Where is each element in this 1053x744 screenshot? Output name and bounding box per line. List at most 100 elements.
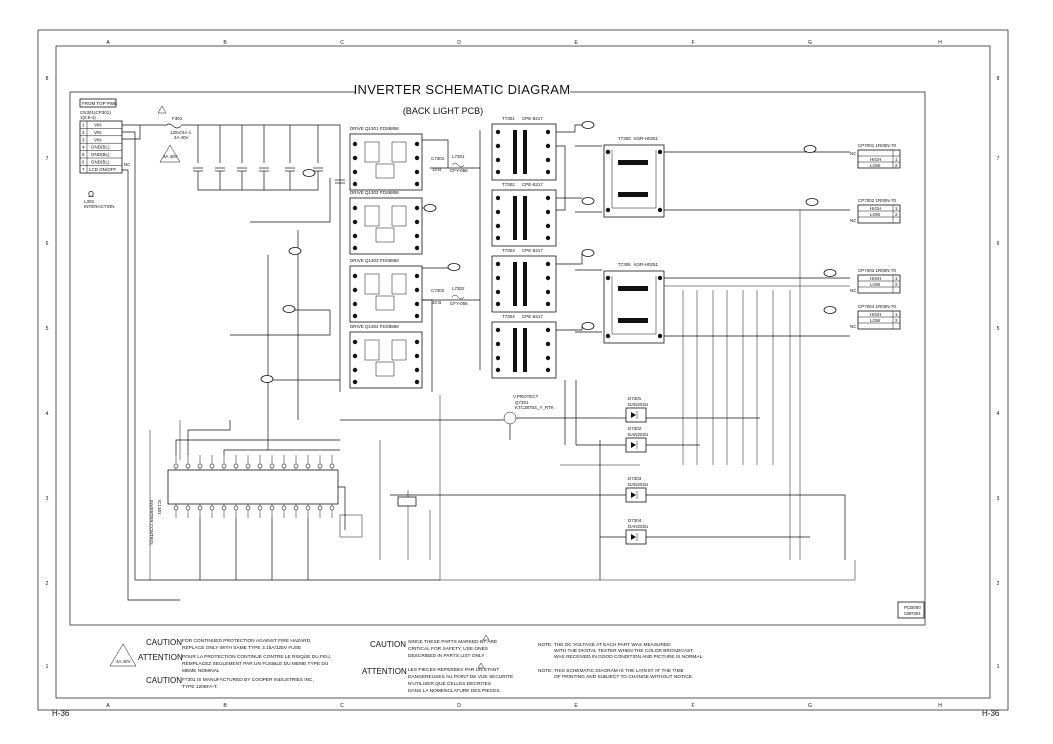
t7304-label: T7304 — [502, 314, 515, 319]
svg-text:C7301: C7301 — [431, 156, 445, 161]
grid-col-f-bottom: F — [691, 703, 694, 709]
page-subtitle: (BACK LIGHT PCB) — [403, 106, 483, 116]
svg-text:1: 1 — [895, 276, 898, 281]
cp7001-low: LOW — [870, 163, 881, 168]
t7303-label: T7303 — [502, 248, 515, 253]
grid-row-7-right: 7 — [997, 156, 1000, 162]
grid-row-8: 8 — [46, 76, 49, 82]
protect-ref: Q7301 — [515, 400, 529, 405]
d7301-part: DAN202U — [628, 402, 648, 407]
diode-d7303: D7303 DAN202U — [625, 476, 648, 503]
t7306-part: KSR-H0251 — [634, 262, 659, 267]
diode-d7304: D7304 DAN202U — [625, 518, 648, 545]
cp7001-label: CP7001 1R00N-70 — [858, 143, 897, 148]
protect-transistor: V.PROTECT Q7301 KTC3875S_Y_RTK — [340, 394, 610, 440]
grid-col-d-bottom: D — [457, 703, 461, 709]
protect-part: KTC3875S_Y_RTK — [515, 405, 554, 410]
grid-row-8-right: 8 — [997, 76, 1000, 82]
cp7003-low: LOW — [870, 282, 881, 287]
grid-row-3-right: 3 — [997, 496, 1000, 502]
inductor-l302-label: L302 — [84, 199, 95, 204]
protect-label: V.PROTECT — [513, 394, 539, 399]
diode-wiring — [390, 417, 846, 580]
inner-frame — [55, 45, 991, 699]
t7305-part: KSR-H0251 — [634, 136, 659, 141]
svg-text:L7302: L7302 — [452, 286, 465, 291]
grid-row-1: 1 — [46, 664, 49, 670]
grid-right: 8 7 6 5 4 3 2 1 — [997, 76, 1000, 670]
pcb-ref-box — [897, 601, 925, 619]
cp7004-nc: NC — [850, 324, 857, 329]
svg-text:2: 2 — [895, 282, 898, 287]
attention2-line1: LES PIECES REPEREES PAR UN ETANT — [408, 667, 499, 673]
svg-text:6: 6 — [82, 160, 85, 165]
svg-text:1: 1 — [82, 123, 85, 128]
grid-col-g: G — [808, 40, 812, 46]
cp7002-nc: NC — [850, 218, 857, 223]
t7306-label: T7306 — [618, 262, 631, 267]
transformer-t7302: T7302 CPE-6217 — [491, 182, 557, 247]
grid-col-f: F — [691, 40, 694, 46]
pin-gnd-6: GND(BL) — [91, 160, 110, 165]
grid-row-7: 7 — [46, 156, 49, 162]
attention1-line3: MEME NOMINAL — [182, 668, 220, 674]
caution-fuse-triangle-icon — [109, 643, 137, 667]
note2-line2: OF PRINTING AND SUBJECT TO CHANGE WITHOU… — [554, 674, 693, 680]
controller-ic: INVERTER CONTROL IC1301 — [149, 420, 346, 580]
diode-d7302: D7302 DAN202U — [625, 426, 648, 453]
svg-text:1: 1 — [895, 206, 898, 211]
t7302-part: CPE-6217 — [522, 182, 543, 187]
transformer-t7304: T7304 CPE-6217 — [491, 314, 557, 379]
grid-col-a-bottom: A — [106, 703, 110, 709]
balancer-t7306: T7306 KSR-H0251 — [603, 262, 665, 344]
t7301-part: CPE-6217 — [522, 116, 543, 121]
q1303-label: DRIVE Q1303 FDS8858 — [350, 258, 399, 263]
grid-col-b-bottom: B — [223, 703, 227, 709]
svg-text:2: 2 — [895, 212, 898, 217]
output-connector-cp7001: CP7001 1R00N-70 HIGH LOW NC 12 — [850, 143, 901, 169]
note1-line1: NOTE: THE DC VOLTAGE AT EACH PART WAS ME… — [538, 642, 671, 648]
svg-text:CFY-056: CFY-056 — [450, 301, 468, 306]
cp7003-nc: NC — [850, 288, 857, 293]
page-number-right: H-36 — [982, 709, 1000, 718]
fuse-value-2: 4A 40V — [174, 135, 189, 140]
svg-text:5: 5 — [82, 152, 85, 157]
caution2-head: CAUTION — [146, 676, 182, 685]
attention2-line3: N'UTILISER QUE CELLES DECRITES — [408, 681, 491, 687]
grid-row-5: 5 — [46, 326, 49, 332]
attention2-warning-icon — [477, 662, 485, 669]
d7303-label: D7303 — [628, 476, 642, 481]
svg-text:7: 7 — [82, 167, 85, 172]
grid-col-c-bottom: C — [340, 703, 344, 709]
d7302-label: D7302 — [628, 426, 642, 431]
fuse-icon — [164, 123, 182, 129]
caution2-line2: TYPE 1206FA-T. — [182, 684, 218, 690]
cp7003-label: CP7003 1R00N-70 — [858, 268, 897, 273]
cp7004-low: LOW — [870, 318, 881, 323]
inductor-l302-value: INTERACTION — [84, 204, 115, 209]
driver-q1301: DRIVE Q1301 FDS8858 — [349, 126, 423, 191]
from-top-pwb-label: FROM TOP PWB — [82, 101, 117, 106]
note1-line2: WITH THE DIGITAL TESTER WHEN THE COLOR B… — [554, 648, 693, 654]
node-tags — [260, 169, 461, 383]
pin-lcd-on-off: LCD ON/OFF — [89, 167, 117, 172]
svg-text:4A 40V: 4A 40V — [116, 659, 131, 664]
cp7004-label: CP7004 1R00N-70 — [858, 304, 897, 309]
driver-q1303: DRIVE Q1303 FDS8858 — [349, 258, 423, 323]
svg-text:C7302: C7302 — [431, 288, 445, 293]
q1302-label: DRIVE Q1302 FDS8858 — [350, 190, 399, 195]
cp7001-nc: NC — [850, 151, 857, 156]
pcb-ref-label: PCB000 — [904, 605, 921, 610]
grid-row-4-right: 4 — [997, 411, 1000, 417]
cp7003-high: HIGH — [870, 276, 881, 281]
q1301-label: DRIVE Q1301 FDS8858 — [350, 126, 399, 131]
note1-line3: WAS RECEIVED IN GOOD CONDITION AND PICTU… — [554, 654, 704, 660]
caution3-line2: CRITICAL FOR SAFETY, USE ONES — [408, 646, 488, 652]
outer-frame — [37, 29, 1009, 711]
page-title: INVERTER SCHEMATIC DIAGRAM — [354, 82, 571, 97]
t7304-part: CPE-6217 — [522, 314, 543, 319]
svg-text:10 B: 10 B — [432, 300, 441, 305]
caution3-line1: SINCE THESE PARTS MARKED BY ARE — [408, 639, 497, 645]
